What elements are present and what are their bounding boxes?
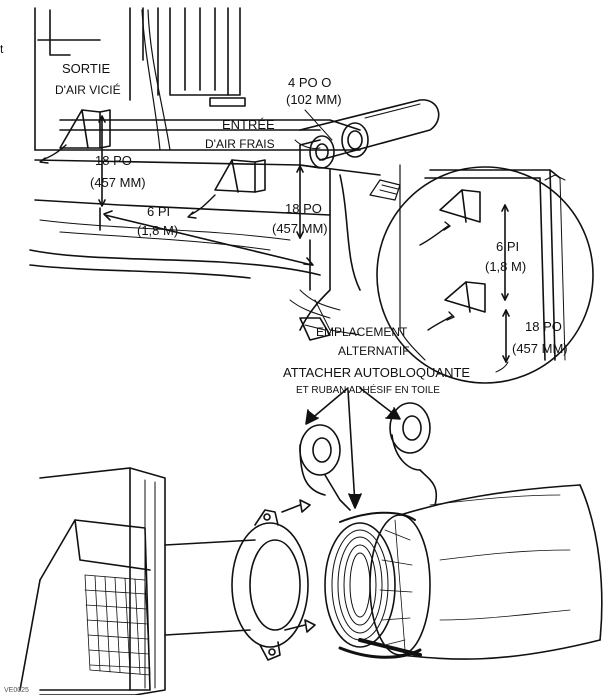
figure-code: VE0025 <box>4 687 29 694</box>
inset-detail <box>376 164 594 384</box>
label-height-po: 18 po <box>95 153 132 168</box>
duct-connection <box>19 387 603 695</box>
corner-text: t <box>0 42 4 56</box>
label-diameter-po: 4 po O <box>288 75 332 90</box>
label-sortie: Sortie <box>62 61 111 76</box>
label-distance-m: (1,8 m) <box>137 223 179 238</box>
label-attacher: Attacher autobloquante <box>283 365 471 380</box>
label-height2-po: 18 po <box>285 201 322 216</box>
label-inset-distance-pi: 6 pi <box>496 239 520 254</box>
label-distance-pi: 6 pi <box>147 204 171 219</box>
label-height-mm: (457 mm) <box>90 175 146 190</box>
label-inset-height-mm: (457 mm) <box>512 341 568 356</box>
label-entree: Entrée <box>222 117 275 132</box>
label-ruban: et ruban adhésif en toile <box>296 385 440 396</box>
label-alternatif: alternatif <box>338 344 410 358</box>
label-emplacement: Emplacement <box>316 325 408 339</box>
label-diameter-mm: (102 mm) <box>286 92 342 107</box>
label-air-frais: d'air frais <box>205 137 275 151</box>
label-air-vicie: d'air vicié <box>55 83 121 97</box>
wall-scene <box>29 7 440 341</box>
label-inset-distance-m: (1,8 m) <box>485 259 527 274</box>
label-inset-height-po: 18 po <box>525 319 562 334</box>
label-height2-mm: (457 mm) <box>272 221 328 236</box>
